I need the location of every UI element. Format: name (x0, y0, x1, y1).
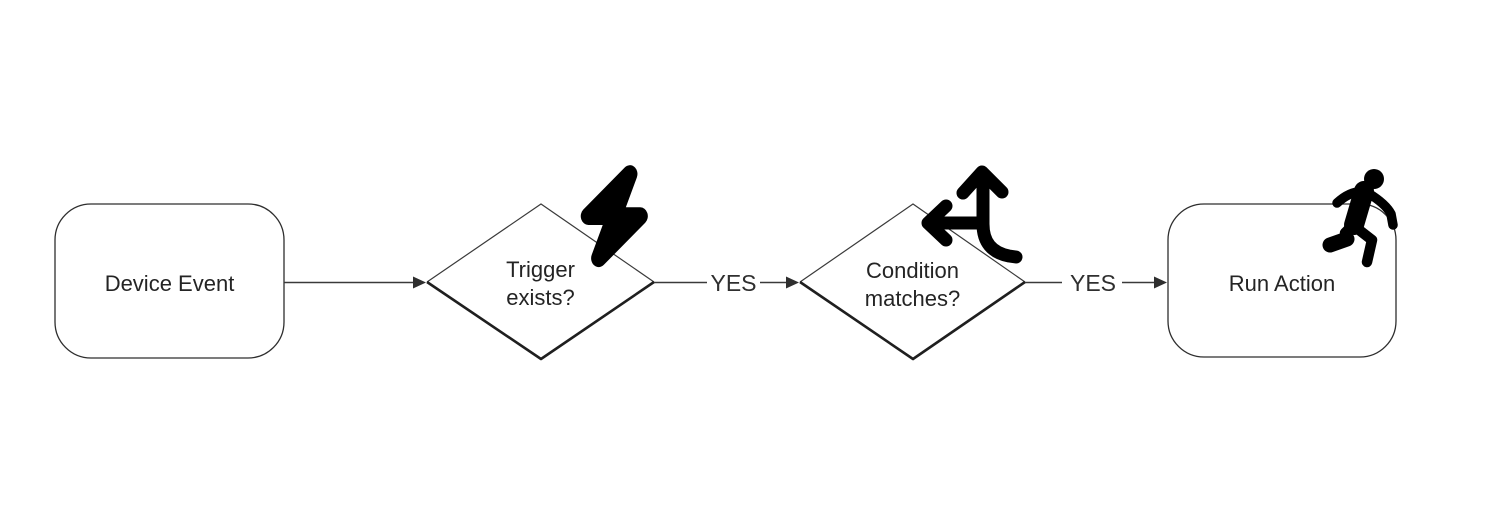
node-trigger-exists: Trigger exists? (426, 165, 655, 361)
node-run-action: Run Action (1167, 169, 1398, 358)
edge-condition-to-action: YES (1025, 270, 1167, 296)
device-event-box (54, 203, 285, 359)
arrowhead-icon (1154, 276, 1167, 289)
edge-device-event-to-trigger (284, 276, 426, 289)
arrowhead-icon (413, 276, 426, 289)
condition-label-line2: matches? (865, 286, 960, 311)
person-running-icon (1322, 169, 1398, 268)
edge-label-yes-1: YES (710, 270, 756, 296)
lightning-bolt-icon (580, 165, 648, 268)
run-action-label: Run Action (1229, 271, 1335, 296)
edge-label-yes-2: YES (1070, 270, 1116, 296)
condition-diamond-bottom-border (799, 280, 1026, 361)
arrowhead-icon (786, 276, 799, 289)
trigger-diamond-bottom-border (426, 280, 655, 361)
trigger-label-line1: Trigger (506, 257, 575, 282)
trigger-label-line2: exists? (506, 285, 574, 310)
split-arrows-icon (921, 165, 1023, 264)
node-condition-matches: Condition matches? (799, 165, 1026, 361)
edge-trigger-to-condition: YES (654, 270, 799, 296)
condition-label-line1: Condition (866, 258, 959, 283)
condition-diamond-top-border (799, 203, 1026, 283)
device-event-label: Device Event (105, 271, 235, 296)
node-device-event: Device Event (54, 203, 285, 359)
trigger-diamond-top-border (426, 203, 655, 283)
